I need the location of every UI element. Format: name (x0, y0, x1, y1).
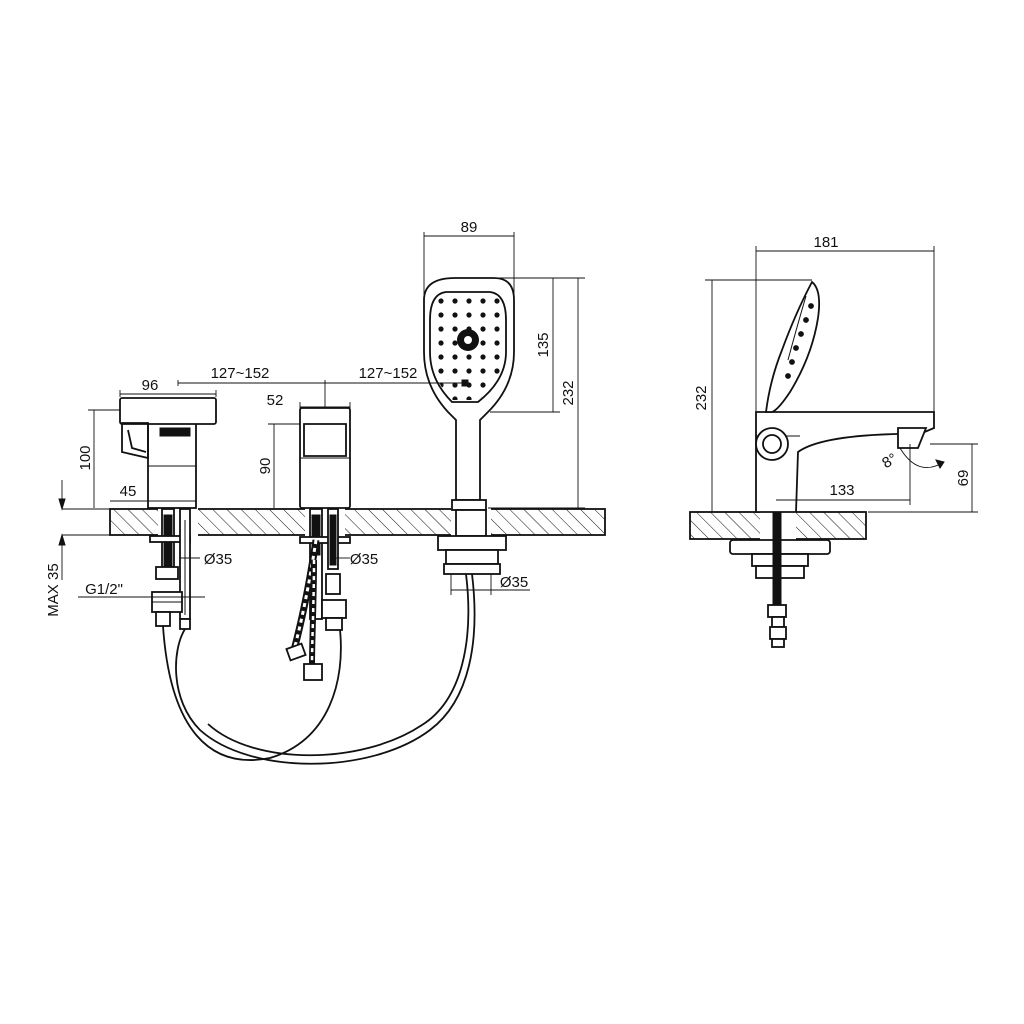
side-view: 181 232 133 69 8° (689, 234, 978, 648)
dim-spacing-right: 127~152 (359, 365, 418, 382)
dim-max-deck: MAX 35 (45, 563, 62, 616)
dim-top-left-width: 96 (142, 377, 159, 394)
front-view: 96 127~152 127~152 52 89 135 232 100 90 … (45, 219, 606, 765)
dim-side-width: 181 (813, 234, 838, 251)
dimension-lines-front (58, 232, 585, 598)
dim-side-height: 232 (693, 385, 710, 410)
dim-spout-width: 52 (267, 392, 284, 409)
dimension-lines-side (690, 246, 978, 513)
dim-side-reach: 133 (829, 482, 854, 499)
dim-handshower-width: 89 (461, 219, 478, 236)
dim-left-depth: 45 (120, 483, 137, 500)
dim-side-outlet-height: 69 (955, 470, 972, 487)
dim-spacing-left: 127~152 (211, 365, 270, 382)
dim-hole-middle: Ø35 (350, 551, 378, 568)
bath-spout (285, 407, 351, 681)
dim-hole-right: Ø35 (500, 574, 528, 591)
lever-mixer (119, 397, 217, 630)
dim-spout-height: 90 (257, 458, 274, 475)
dim-hole-left: Ø35 (204, 551, 232, 568)
dim-thread: G1/2" (85, 581, 123, 598)
dim-angle: 8° (879, 450, 900, 472)
dim-total-height-front: 232 (560, 380, 577, 405)
hand-shower (162, 277, 515, 765)
dim-lever-height: 100 (77, 445, 94, 470)
dim-handshower-head-height: 135 (535, 332, 552, 357)
